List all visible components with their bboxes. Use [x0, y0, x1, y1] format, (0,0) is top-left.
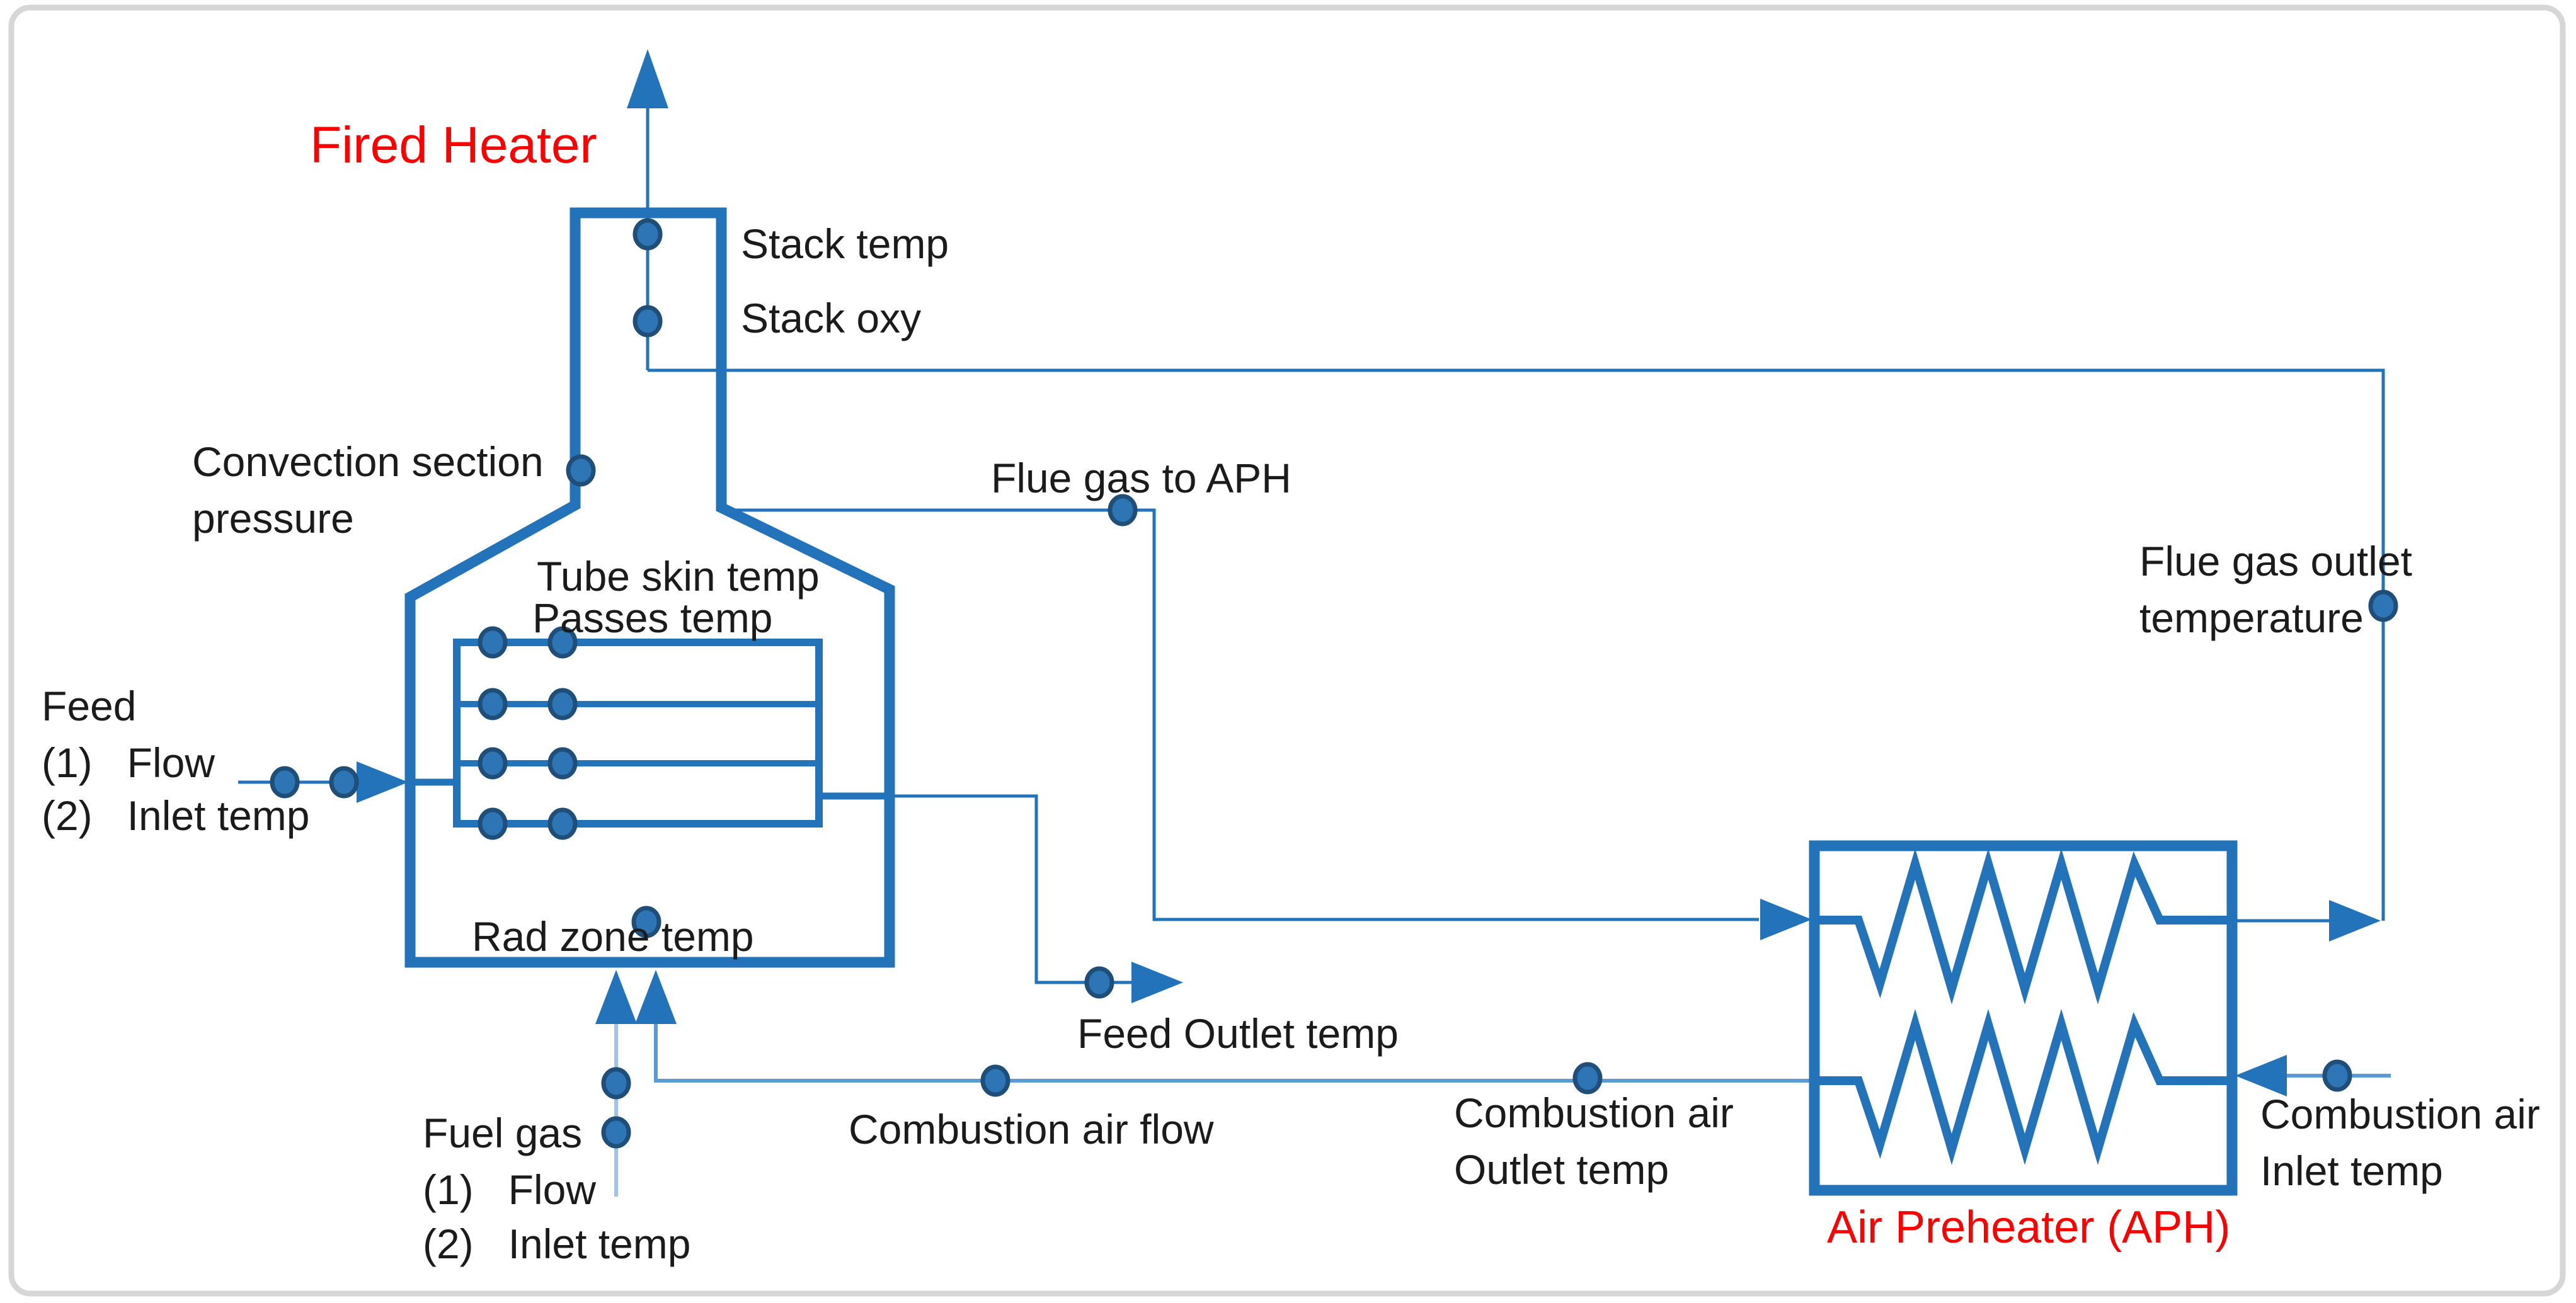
stack-oxy-dot: [633, 305, 663, 338]
combustion-air-inlet-arrowhead: [2235, 1055, 2287, 1096]
stack-temp-dot: [633, 218, 663, 251]
passes-dot-4: [547, 807, 578, 840]
passes-dot-1: [547, 626, 578, 659]
fired-heater-title: Fired Heater: [310, 117, 597, 174]
combustion-air-outlet-dot: [1572, 1062, 1603, 1095]
label-stack-oxy: Stack oxy: [741, 295, 922, 341]
label-combustion-air-outlet-temp: Combustion air Outlet temp: [1454, 1090, 1734, 1193]
combustion-air-arrowhead: [635, 970, 677, 1024]
label-tube-skin-temp: Tube skin temp: [537, 553, 820, 600]
combustion-air-line: [654, 1024, 1814, 1083]
feed-flow-dot: [270, 766, 300, 799]
air-preheater-box: [1809, 840, 2238, 1196]
feed-inlet-arrowhead: [357, 761, 408, 803]
label-stack-temp: Stack temp: [741, 220, 949, 267]
label-flue-gas-to-aph: Flue gas to APH: [991, 455, 1291, 501]
label-feed: Feed: [42, 683, 137, 729]
label-feed-flow: (1) Flow: [42, 739, 215, 786]
feed-inlet-temp-dot: [329, 766, 359, 799]
fuel-gas-upper-dot: [601, 1067, 631, 1100]
rad-zone-temp-dot: [631, 906, 661, 938]
tube-skin-dot-4: [478, 807, 508, 840]
flue-gas-to-aph-dot: [1108, 494, 1138, 526]
label-convection-section-pressure: Convection section pressure: [192, 438, 544, 542]
tube-skin-dot-3: [478, 747, 508, 780]
label-fuel-gas-flow: (1) Flow: [423, 1166, 597, 1213]
flue-gas-outlet-arrowhead: [2329, 900, 2381, 942]
combustion-air-coil: [1814, 1009, 2232, 1165]
passes-dot-2: [547, 688, 578, 720]
flue-gas-into-aph-arrowhead: [1760, 899, 1812, 940]
label-fuel-gas-inlet-temp: (2) Inlet temp: [423, 1220, 691, 1267]
fuel-gas-label-dot: [601, 1116, 631, 1149]
convection-pressure-dot: [566, 454, 596, 487]
feed-outlet-arrowhead: [1131, 962, 1183, 1003]
figure-border: [8, 4, 2566, 1297]
label-combustion-air-flow: Combustion air flow: [849, 1106, 1214, 1152]
feed-outlet-line: [895, 794, 1131, 984]
passes-dot-3: [547, 747, 578, 780]
tube-skin-dot-2: [478, 688, 508, 720]
label-rad-zone-temp: Rad zone temp: [472, 913, 754, 960]
combustion-air-flow-dot: [980, 1064, 1010, 1097]
fired-heater-outline: [404, 207, 895, 968]
flue-gas-outlet-temp-dot: [2368, 589, 2398, 622]
tube-skin-dot-1: [478, 626, 508, 659]
tube-passes-box: [453, 639, 823, 828]
fuel-gas-arrowhead: [595, 970, 637, 1024]
label-flue-gas-outlet-temperature: Flue gas outlet temperature: [2139, 538, 2412, 641]
label-fuel-gas: Fuel gas: [423, 1110, 583, 1156]
flue-gas-to-aph-line: [724, 508, 1759, 921]
label-combustion-air-inlet-temp: Combustion air Inlet temp: [2260, 1091, 2540, 1194]
label-feed-outlet-temp: Feed Outlet temp: [1077, 1010, 1399, 1057]
combustion-air-inlet-dot: [2322, 1059, 2352, 1092]
label-passes-temp: Passes temp: [532, 595, 773, 641]
air-preheater-title: Air Preheater (APH): [1827, 1202, 2231, 1253]
stack-arrowhead: [627, 49, 668, 108]
label-feed-inlet-temp: (2) Inlet temp: [42, 792, 310, 839]
feed-outlet-temp-dot: [1084, 966, 1114, 999]
stack-oxy-line: [648, 368, 2385, 921]
flue-gas-coil: [1814, 848, 2232, 1004]
